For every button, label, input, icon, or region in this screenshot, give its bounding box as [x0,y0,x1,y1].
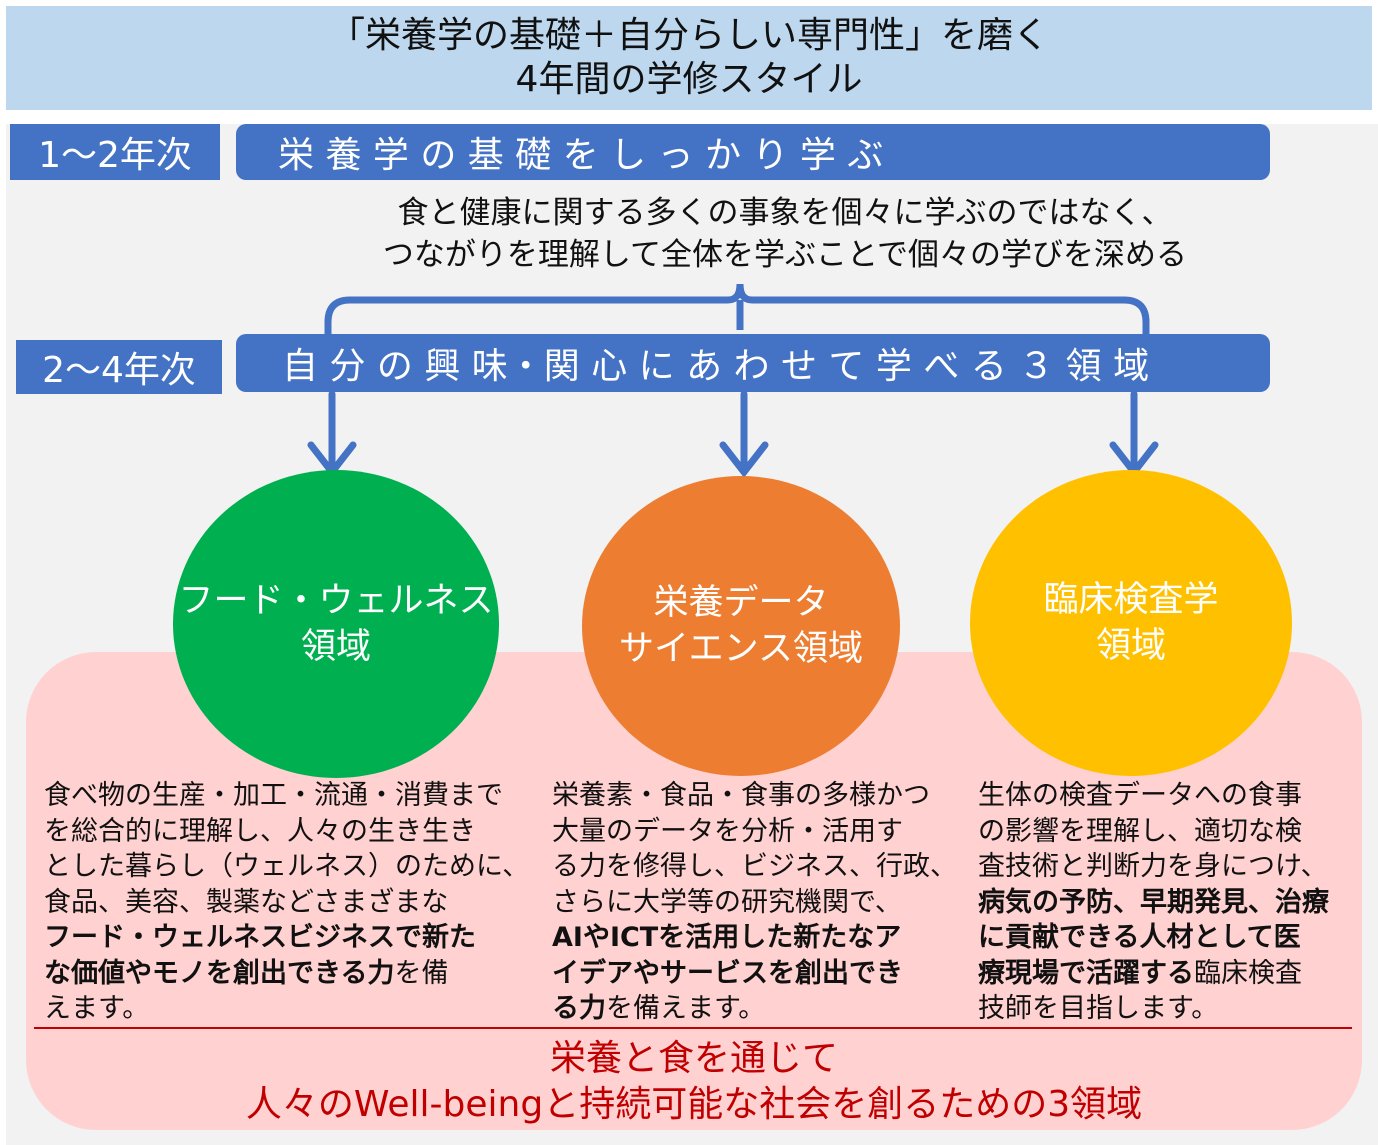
stage1-description-line-1: 食と健康に関する多くの事象を個々に学ぶのではなく、 [397,195,1173,231]
desc-line: な価値やモノを創出できる力を備 [44,957,449,989]
domain-circle-nutrition-data-science: 栄養データ サイエンス領域 [582,476,900,776]
arrow-center-head [719,441,769,478]
desc-line: 療現場で活躍する臨床検査 [978,957,1302,989]
desc-line: 食べ物の生産・加工・流通・消費まで [44,780,503,811]
desc-line: 食品、美容、製薬などさまざまな [44,886,449,918]
desc-line: AIやICTを活用した新たなア [552,922,902,953]
stage1-description: 食と健康に関する多くの事象を個々に学ぶのではなく、 つながりを理解して全体を学ぶ… [200,192,1370,276]
domain-name-line-1: フード・ウェルネス [178,581,494,621]
desc-line: の影響を理解し、適切な検 [978,815,1302,847]
banner-foundation: 栄 養 学 の 基 礎 を し っ か り 学 ぶ [236,124,1270,180]
banner-three-domains: 自 分 の 興 味・関 心 に あ わ せ て 学 べ る ３ 領 域 [236,334,1270,392]
desc-line: に貢献できる人材として医 [978,922,1301,953]
domain-name-line-2: サイエンス領域 [619,629,863,669]
desc-line: 生体の検査データへの食事 [978,780,1302,811]
title-line-1: 「栄養学の基礎＋自分らしい専門性」を磨く [328,15,1049,56]
desc-line: 大量のデータを分析・活用す [552,815,903,847]
title-line-2: 4年間の学修スタイル [515,59,863,100]
year-label-1-2: 1～2年次 [10,124,220,180]
domain-description-clinical-laboratory: 生体の検査データへの食事 の影響を理解し、適切な検 査技術と判断力を身につけ、 … [978,778,1329,1027]
bottom-message: 栄養と食を通じて 人々のWell-beingと持続可能な社会を創るための3領域 [26,1036,1362,1128]
desc-line: 査技術と判断力を身につけ、 [978,851,1328,882]
desc-line: イデアやサービスを創出でき [552,957,903,989]
desc-line: 技師を目指します。 [978,993,1219,1024]
desc-line: を総合的に理解し、人々の生き生き [44,815,476,847]
desc-line: る力を備えます。 [552,993,766,1024]
year-label-2-4: 2～4年次 [16,340,222,394]
domain-description-nutrition-data-science: 栄養素・食品・食事の多様かつ 大量のデータを分析・活用す る力を修得し、ビジネス… [552,778,957,1027]
desc-line: フード・ウェルネスビジネスで新た [44,922,476,953]
bottom-message-line-1: 栄養と食を通じて [549,1038,838,1079]
page-title: 「栄養学の基礎＋自分らしい専門性」を磨く 4年間の学修スタイル [6,6,1372,110]
desc-line: る力を修得し、ビジネス、行政、 [552,851,957,882]
domain-name-line-1: 臨床検査学 [1043,580,1219,620]
divider-line [34,1027,1352,1029]
stage1-description-line-2: つながりを理解して全体を学ぶことで個々の学びを深める [382,237,1188,273]
desc-line: えます。 [44,993,150,1024]
domain-name-line-2: 領域 [1095,626,1166,666]
domain-circle-food-wellness: フード・ウェルネス 領域 [173,470,499,778]
desc-line: 病気の予防、早期発見、治療 [978,886,1329,918]
domain-name-line-1: 栄養データ [653,583,829,623]
bracket-connector [324,283,1150,334]
desc-line: さらに大学等の研究機関で、 [552,886,902,918]
domain-name-line-2: 領域 [300,627,371,667]
desc-line: 栄養素・食品・食事の多様かつ [552,780,930,811]
bottom-message-line-2: 人々のWell-beingと持続可能な社会を創るための3領域 [245,1084,1143,1125]
domain-circle-clinical-laboratory: 臨床検査学 領域 [970,470,1292,776]
desc-line: とした暮らし（ウェルネス）のために、 [44,851,530,882]
domain-description-food-wellness: 食べ物の生産・加工・流通・消費まで を総合的に理解し、人々の生き生き とした暮ら… [44,778,529,1027]
